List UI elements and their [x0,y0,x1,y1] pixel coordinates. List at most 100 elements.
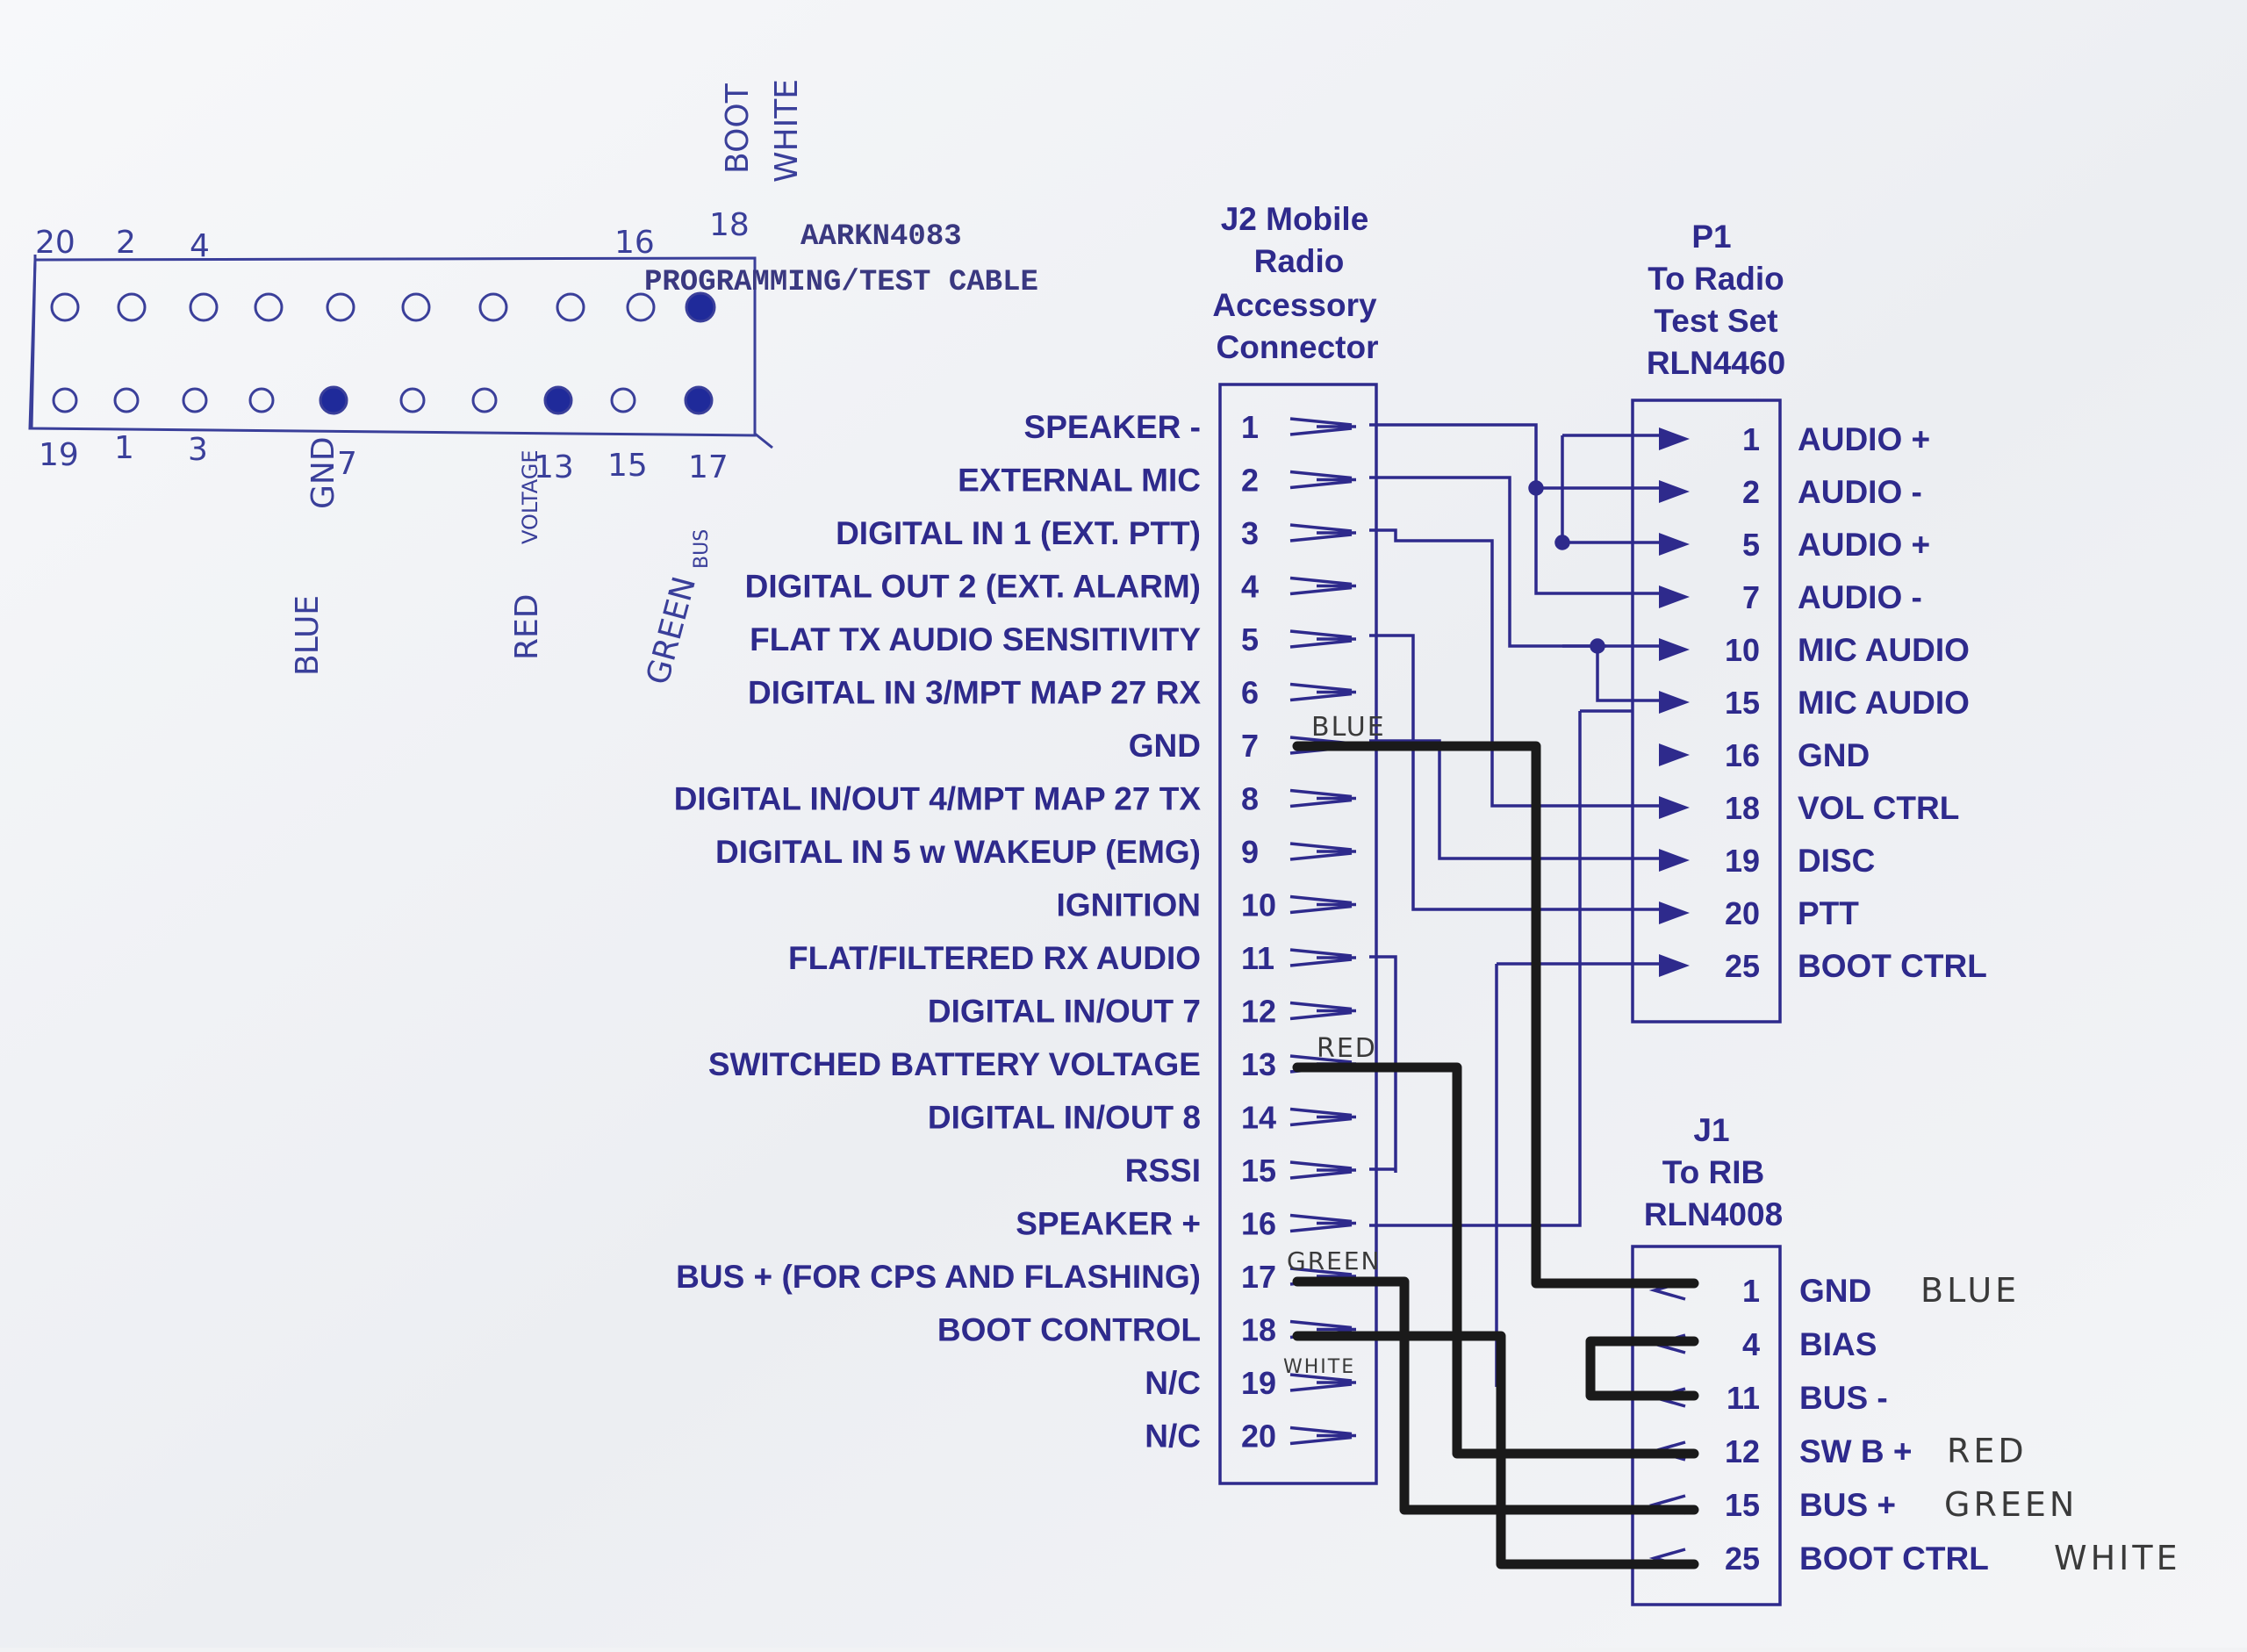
p1-pin-label: VOL CTRL [1798,790,1959,826]
header-pin-hole [326,292,355,322]
j2-pin-contact [1289,523,1356,542]
j2-pin-label: DIGITAL IN 1 (EXT. PTT) [836,515,1201,551]
header-bottom-number: 15 [607,448,648,484]
p1-pin-label: GND [1798,737,1870,773]
j1-pin-number: 12 [1725,1433,1760,1469]
j2-note-13: RED [1317,1033,1377,1064]
header-pin-hole [113,387,140,413]
label-red: RED [509,594,545,660]
j2-pin-label: DIGITAL IN/OUT 8 [928,1100,1201,1136]
j2-pin-label: N/C [1145,1419,1201,1454]
header-bottom-number: 13 [534,449,574,485]
header-pin-hole [401,292,431,322]
p1-pin-label: AUDIO + [1798,527,1930,563]
j2-pin-label: SPEAKER + [1016,1206,1201,1242]
j2-pin-label: N/C [1145,1365,1201,1401]
j2-pin-number: 15 [1241,1153,1276,1189]
j1-pin-number: 11 [1727,1380,1760,1416]
p1-pin-label: BOOT CTRL [1798,948,1987,984]
p1-pin-number: 20 [1725,895,1760,931]
p1-pin-number: 19 [1725,843,1760,879]
j2-pin-label: DIGITAL OUT 2 (EXT. ALARM) [745,569,1201,605]
j2-pin-contact [1289,788,1356,808]
j2-pin-number: 5 [1241,621,1259,657]
p1-pin-arrow [1659,480,1690,503]
label-boot: BOOT [720,83,756,174]
j2-pin-label: BUS + (FOR CPS AND FLASHING) [676,1259,1201,1295]
j2-pin-contact [1289,1373,1356,1392]
label-gnd: GND [305,436,341,509]
label-bus: BUS [691,529,713,569]
j2-pin-number: 20 [1241,1419,1276,1454]
j2-note-18: WHITE [1283,1356,1355,1378]
j2-pin-number: 8 [1241,781,1259,817]
p1-pin-number: 7 [1742,579,1760,615]
j2-pin-number: 17 [1241,1259,1276,1295]
j1-pin-label: BUS - [1799,1380,1888,1416]
label-white: WHITE [769,79,805,183]
p1-pin-arrow [1659,796,1690,819]
header-pin-hole [50,292,80,322]
j2-pin-label: FLAT/FILTERED RX AUDIO [788,940,1201,976]
header-pin-hole [319,385,348,415]
j2-title-1: J2 Mobile [1221,201,1369,237]
p1-pin-number: 16 [1725,737,1760,773]
j2-title-2: Radio [1254,243,1345,279]
printed-wiring [1369,423,1659,1387]
j2-pin-contact [1289,682,1356,702]
header-pin-hole [117,292,147,322]
j2-pin-number: 9 [1241,834,1259,870]
j2-title-4: Connector [1217,329,1379,365]
header-pin-hole [189,292,219,322]
header-pin-hole [610,387,636,413]
j2-pin-number: 13 [1241,1046,1276,1082]
header-pin-hole [478,292,508,322]
j2-pin-number: 2 [1241,463,1259,499]
j2-pin-label: SPEAKER - [1024,409,1201,445]
p1-pin-arrow [1659,954,1690,977]
p1-pin-arrow [1659,585,1690,608]
j2-pin-contact [1289,1001,1356,1021]
j1-wire-color-note: GREEN [1944,1485,2078,1524]
header-bottom-number: 19 [39,437,79,473]
j2-pin-contact [1289,1213,1356,1233]
j2-pin-label: DIGITAL IN 5 w WAKEUP (EMG) [715,834,1201,870]
header-bottom-number: 1 [114,430,134,466]
j2-pin-contact [1289,1107,1356,1127]
j1-box [1631,1245,1782,1606]
j1-wire-color-note: WHITE [2054,1539,2181,1577]
p1-pin-arrow [1659,901,1690,924]
j1-pin-number: 4 [1742,1326,1760,1362]
j1-pin-label: SW B + [1799,1433,1913,1469]
p1-pin-arrow [1659,427,1690,450]
header-pin-hole [52,387,78,413]
p1-title-2: To Radio [1648,261,1784,297]
j2-pin-label: FLAT TX AUDIO SENSITIVITY [750,621,1201,657]
p1-pin-label: MIC AUDIO [1798,632,1970,668]
header-pin-hole [399,387,426,413]
p1-pin-label: MIC AUDIO [1798,685,1970,721]
j2-pin-contact [1289,1160,1356,1180]
header-pin-hole [471,387,498,413]
p1-pin-label: AUDIO + [1798,421,1930,457]
p1-pin-number: 18 [1725,790,1760,826]
p1-title-1: P1 [1691,219,1731,255]
header-pin-hole [254,292,284,322]
header-pin-hole [182,387,208,413]
j2-connector: J2 Mobile Radio Accessory Connector SPEA… [674,201,1379,1485]
p1-pin-label: AUDIO - [1798,474,1922,510]
j2-pin-number: 3 [1241,515,1259,551]
p1-pin-arrow [1659,849,1690,872]
p1-pin-number: 15 [1725,685,1760,721]
p1-pin-number: 25 [1725,948,1760,984]
header-top-number: 20 [35,225,75,261]
p1-pin-arrow [1659,533,1690,556]
p1-pin-label: AUDIO - [1798,579,1922,615]
j2-pin-number: 16 [1241,1206,1276,1242]
header-bottom-number: 3 [188,432,208,468]
j1-pin-number: 25 [1725,1541,1760,1577]
j1-pin-label: BUS + [1799,1487,1896,1523]
